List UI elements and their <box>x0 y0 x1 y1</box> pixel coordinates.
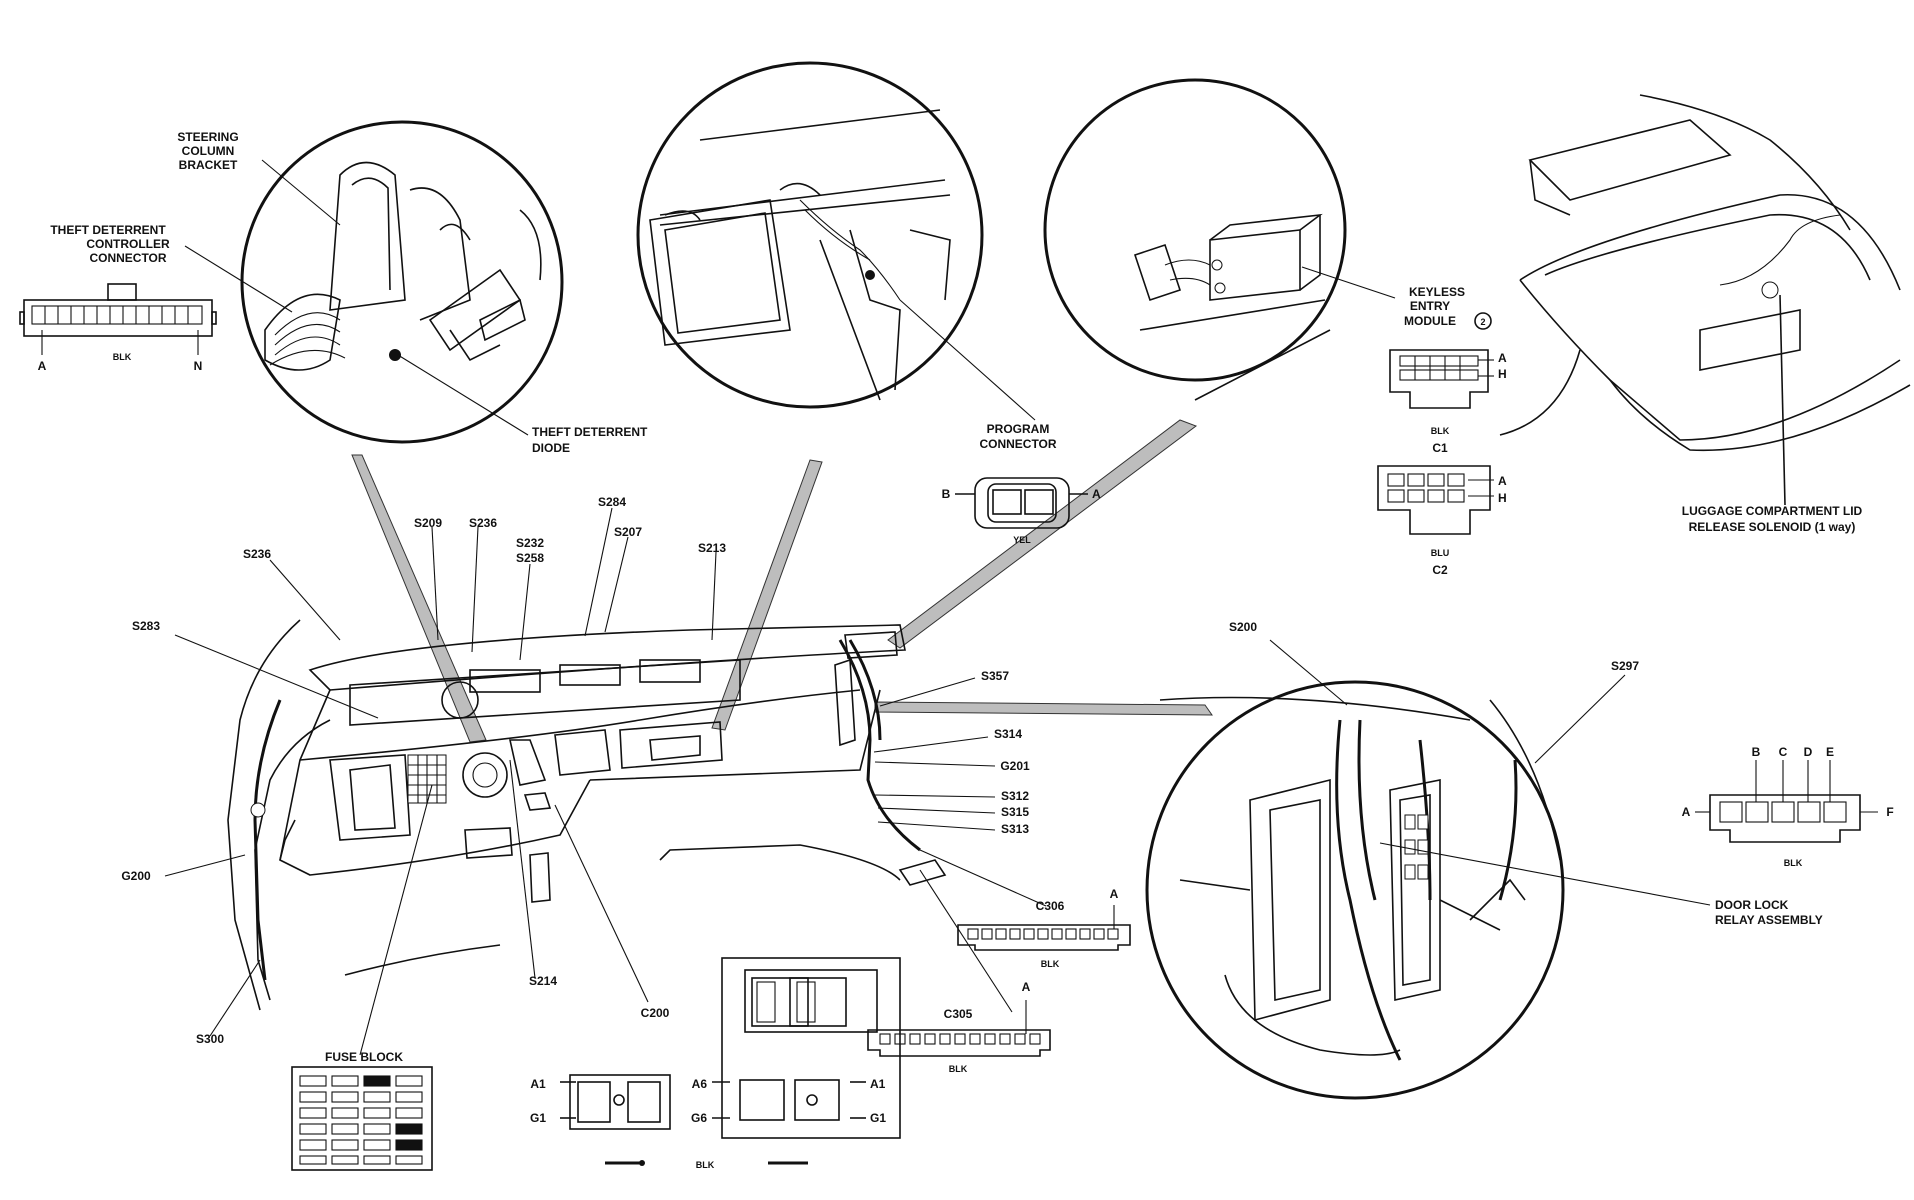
label-theft-connector-line1: THEFT DETERRENT <box>50 223 166 237</box>
label-c1-pin-a: A <box>1498 351 1507 365</box>
label-c200-a1-left: A1 <box>530 1077 546 1091</box>
label-steering-line2: COLUMN <box>182 144 235 158</box>
keyless-note-circle <box>1474 312 1492 330</box>
label-c306-color: BLK <box>1041 959 1060 969</box>
label-s357: S357 <box>981 669 1009 683</box>
label-s313: S313 <box>1001 822 1029 836</box>
label-c200: C200 <box>641 1006 670 1020</box>
label-relay-pin-c: C <box>1779 745 1788 759</box>
label-luggage-line1: LUGGAGE COMPARTMENT LID <box>1682 504 1863 518</box>
label-s209: S209 <box>414 516 442 530</box>
fuse-block-drawing <box>291 1066 433 1171</box>
label-c2-color: BLU <box>1431 548 1450 558</box>
callout-bands <box>351 419 1213 743</box>
label-c305-color: BLK <box>949 1064 968 1074</box>
label-relay-pin-f: F <box>1886 805 1893 819</box>
label-diode-line2: DIODE <box>532 441 570 455</box>
label-door-lock-line1: DOOR LOCK <box>1715 898 1789 912</box>
keyless-c2-connector-drawing <box>1377 465 1494 535</box>
label-steering-line3: BRACKET <box>179 158 238 172</box>
label-relay-pin-d: D <box>1804 745 1813 759</box>
label-c2-pin-a: A <box>1498 474 1507 488</box>
program-connector-drawing <box>955 477 1088 529</box>
label-keyless-line3: MODULE <box>1404 314 1456 328</box>
component-labels: STEERING COLUMN BRACKET THEFT DETERRENT … <box>38 130 1894 1170</box>
label-s314-right: S314 <box>994 727 1022 741</box>
label-s200: S200 <box>1229 620 1257 634</box>
label-s283: S283 <box>132 619 160 633</box>
label-keyless-note: 2 <box>1480 317 1485 327</box>
label-s312: S312 <box>1001 789 1029 803</box>
detail-circle-steering-column <box>240 120 564 444</box>
label-s213: S213 <box>698 541 726 555</box>
c305-connector-drawing <box>867 1000 1051 1057</box>
trunk-illustration <box>1499 94 1911 506</box>
theft-controller-connector-drawing <box>19 283 217 355</box>
label-s300: S300 <box>196 1032 224 1046</box>
label-program-pin-a: A <box>1092 487 1101 501</box>
label-program-connector-line1: PROGRAM <box>987 422 1050 436</box>
label-s236-top: S236 <box>469 516 497 530</box>
label-c1-pin-h: H <box>1498 367 1507 381</box>
relay-connector-drawing <box>1695 760 1878 843</box>
label-c200-a1-right: A1 <box>870 1077 886 1091</box>
label-c306: C306 <box>1036 899 1065 913</box>
detail-circle-keyless-entry <box>1043 78 1347 401</box>
label-door-lock-line2: RELAY ASSEMBLY <box>1715 913 1823 927</box>
label-s236-left: S236 <box>243 547 271 561</box>
label-relay-pin-e: E <box>1826 745 1834 759</box>
keyless-c1-connector-drawing <box>1389 349 1494 409</box>
label-program-pin-b: B <box>942 487 951 501</box>
label-s297: S297 <box>1611 659 1639 673</box>
c200-connector-drawing <box>560 957 901 1166</box>
label-c200-g6: G6 <box>691 1111 707 1125</box>
label-keyless-line2: ENTRY <box>1410 299 1450 313</box>
label-theft-connector-line3: CONNECTOR <box>89 251 166 265</box>
label-theft-connector-line2: CONTROLLER <box>86 237 170 251</box>
label-s284: S284 <box>598 495 626 509</box>
label-c306-pin-a: A <box>1110 887 1119 901</box>
label-c305-pin-a: A <box>1022 980 1031 994</box>
label-g200: G200 <box>121 869 151 883</box>
label-steering-line1: STEERING <box>177 130 238 144</box>
label-c1-color: BLK <box>1431 426 1450 436</box>
label-c1-name: C1 <box>1432 441 1448 455</box>
label-fuse-block: FUSE BLOCK <box>325 1050 403 1064</box>
label-c200-g1-left: G1 <box>530 1111 546 1125</box>
label-s315: S315 <box>1001 805 1029 819</box>
label-program-color: YEL <box>1013 535 1031 545</box>
label-luggage-line2: RELEASE SOLENOID (1 way) <box>1689 520 1856 534</box>
label-keyless-line1: KEYLESS <box>1409 285 1465 299</box>
label-c200-g1-right: G1 <box>870 1111 886 1125</box>
label-c200-a6: A6 <box>692 1077 708 1091</box>
label-theft-pin-a: A <box>38 359 47 373</box>
label-relay-pin-a: A <box>1682 805 1691 819</box>
label-s214: S214 <box>529 974 557 988</box>
label-c2-pin-h: H <box>1498 491 1507 505</box>
label-s258: S258 <box>516 551 544 565</box>
label-c305: C305 <box>944 1007 973 1021</box>
label-relay-color: BLK <box>1784 858 1803 868</box>
instrument-panel-illustration <box>227 619 947 1011</box>
label-diode-line1: THEFT DETERRENT <box>532 425 648 439</box>
detail-circle-door-lock-relay <box>1145 680 1565 1100</box>
label-g201: G201 <box>1000 759 1030 773</box>
detail-circle-program-connector <box>636 61 984 409</box>
label-relay-pin-b: B <box>1752 745 1761 759</box>
label-c200-color: BLK <box>696 1160 715 1170</box>
leader-lines <box>164 159 1711 1056</box>
label-c2-name: C2 <box>1432 563 1448 577</box>
c306-connector-drawing <box>957 905 1131 951</box>
splice-and-ground-labels: S209 S236 S232 S258 S284 S207 S213 S236 … <box>121 495 1639 1046</box>
label-s207: S207 <box>614 525 642 539</box>
label-program-connector-line2: CONNECTOR <box>979 437 1056 451</box>
label-s232: S232 <box>516 536 544 550</box>
label-theft-pin-n: N <box>194 359 203 373</box>
label-theft-connector-color: BLK <box>113 352 132 362</box>
